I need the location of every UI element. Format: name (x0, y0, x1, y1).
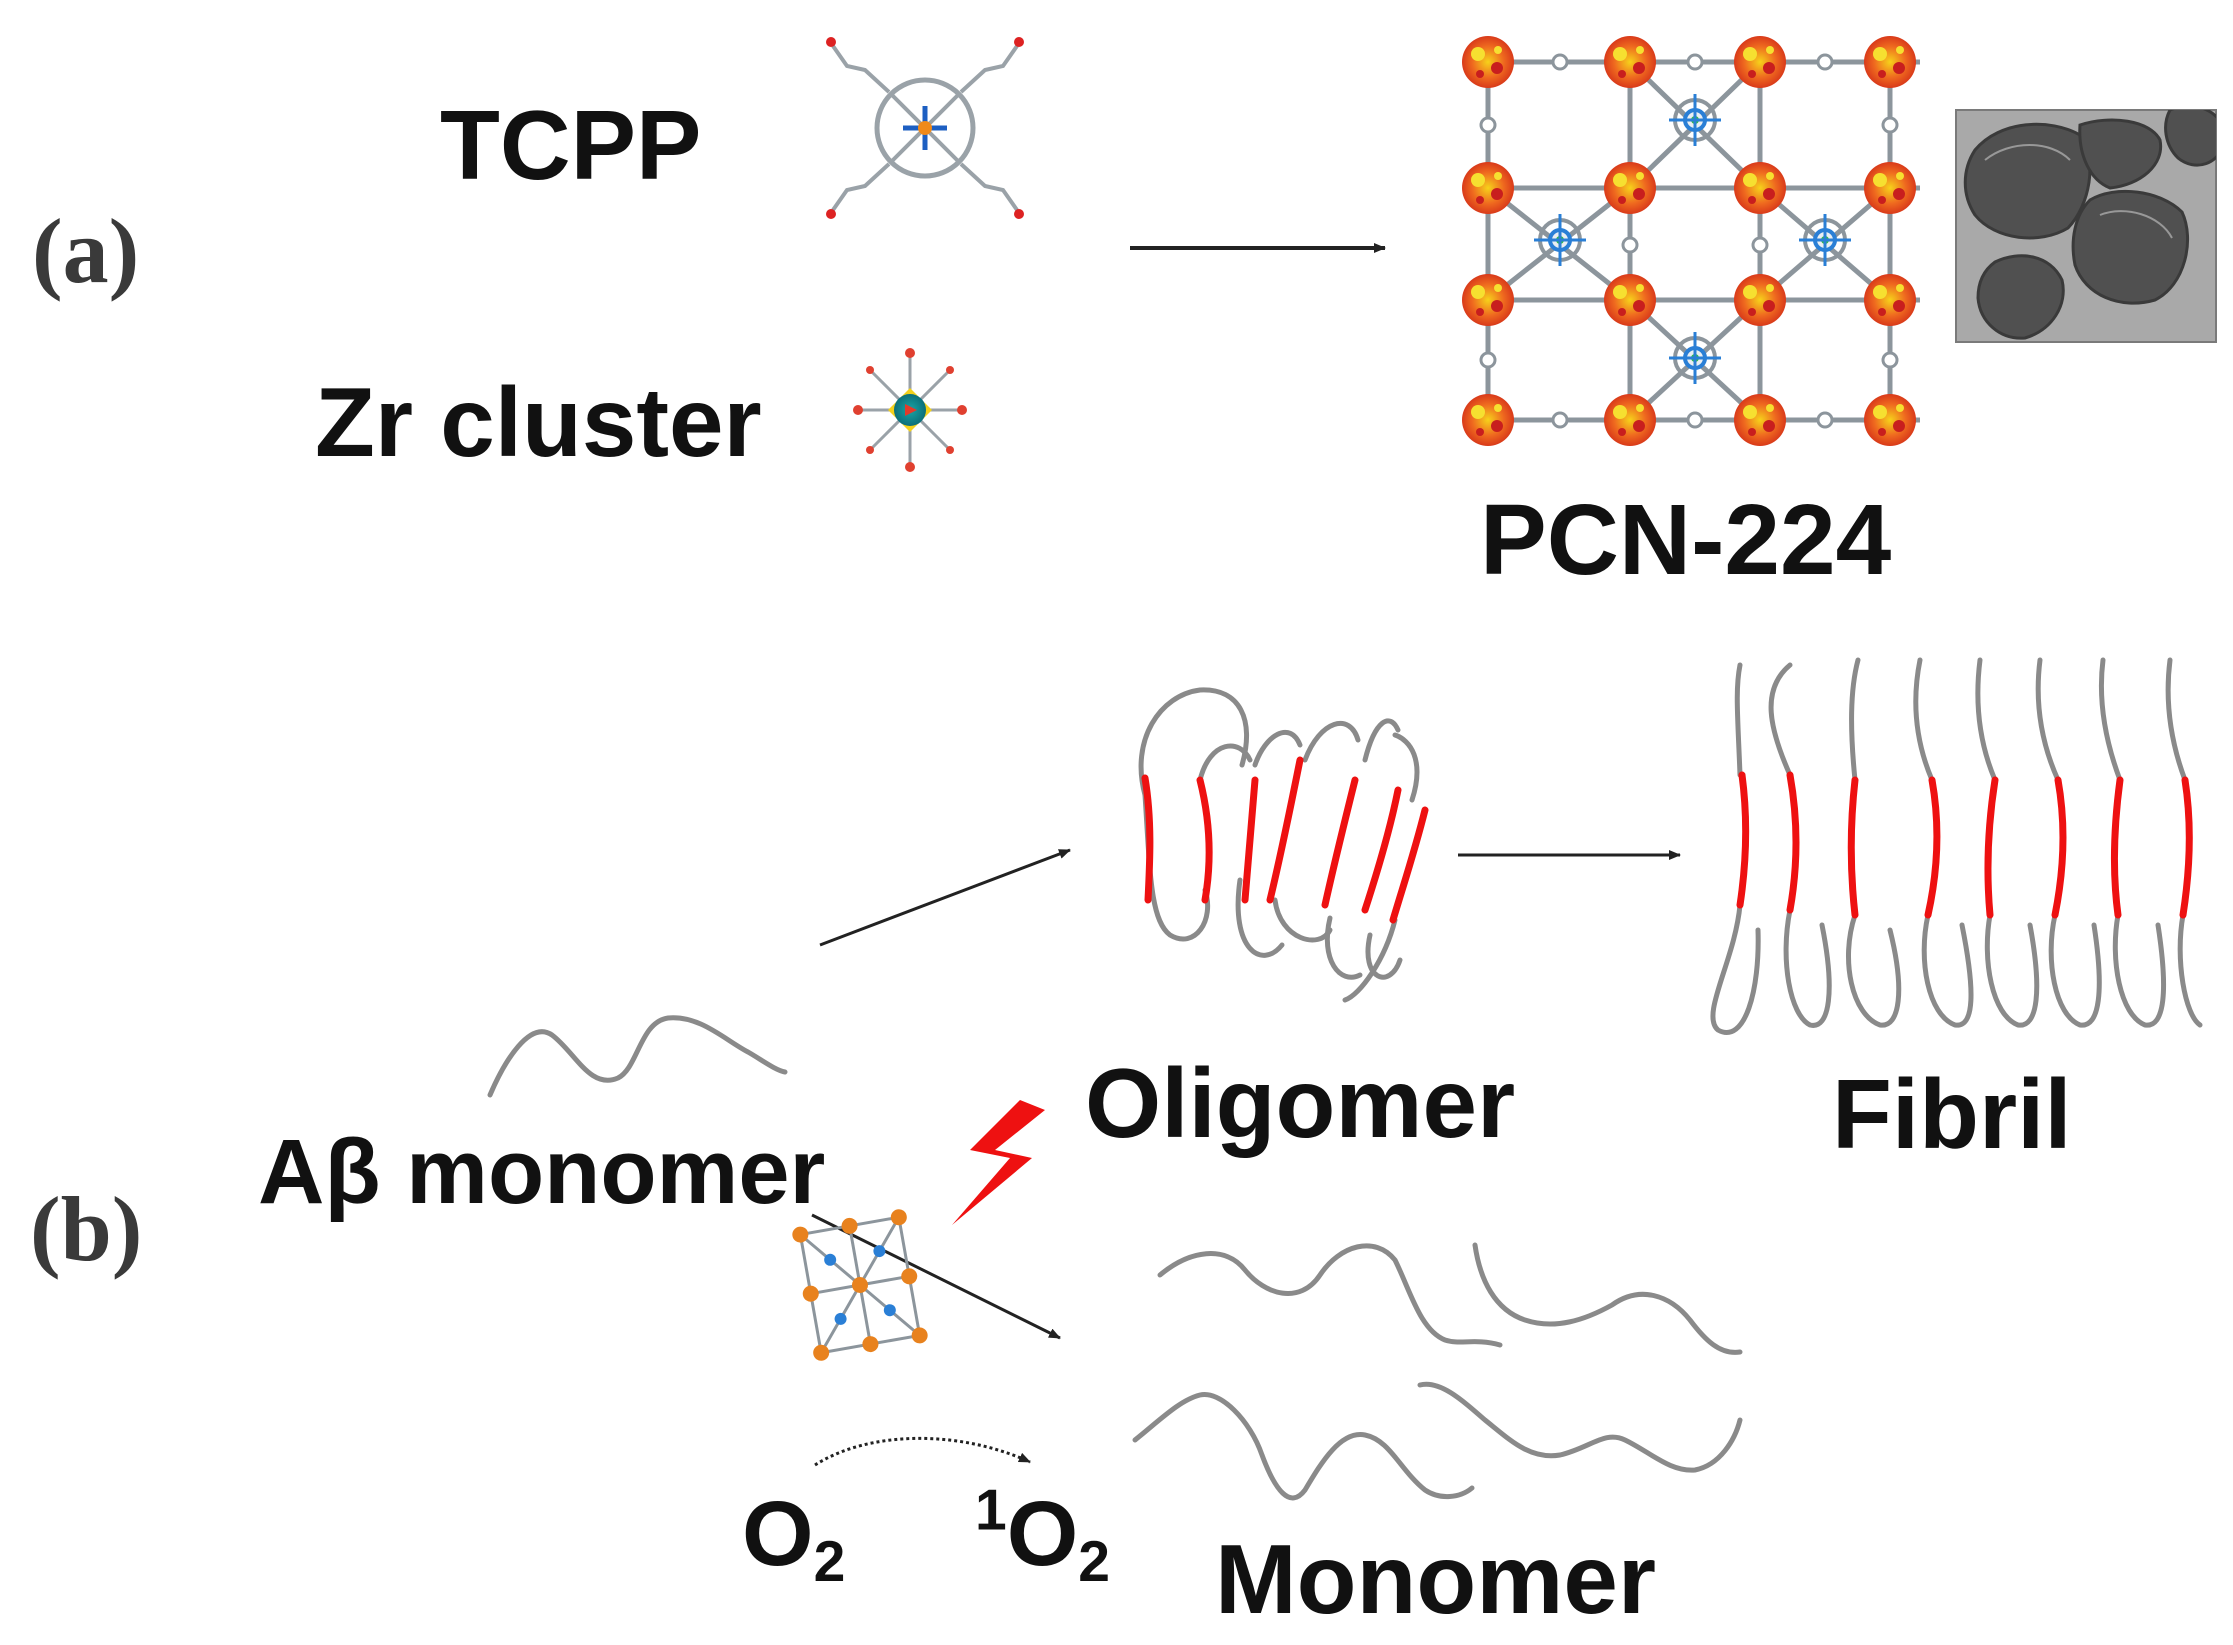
panel-a-label: (a) (32, 200, 140, 302)
singlet-main: O (1006, 1483, 1079, 1585)
oligomer-icon (1138, 687, 1429, 1003)
light-bolt-icon (952, 1100, 1045, 1225)
singlet-superscript: 1 (975, 1478, 1007, 1543)
tcpp-label: TCPP (440, 90, 702, 200)
oligomer-label: Oligomer (1085, 1048, 1516, 1158)
dispersed-monomers-icon (1132, 1242, 1743, 1501)
fibril-label: Fibril (1832, 1059, 2072, 1169)
oxygen-subscript: 2 (813, 1529, 846, 1594)
oligomerization-arrow (819, 848, 1071, 947)
monomer-result-label: Monomer (1215, 1524, 1656, 1634)
tcpp-molecule-icon (826, 37, 1024, 219)
zr-cluster-label: Zr cluster (315, 367, 762, 477)
oxygen-label: O2 (742, 1488, 845, 1590)
oxygen-conversion-arrow (814, 1436, 1031, 1467)
mof-small-icon (792, 1209, 928, 1361)
fibril-icon (1710, 657, 2203, 1035)
inhibition-arrow (811, 1213, 1061, 1340)
pcn224-framework-icon (1462, 36, 1920, 446)
singlet-subscript: 2 (1078, 1529, 1110, 1594)
pcn224-label: PCN-224 (1480, 484, 1892, 596)
abeta-monomer-chain (487, 1015, 788, 1098)
zr-cluster-icon (853, 348, 967, 472)
oxygen-main: O (742, 1483, 814, 1585)
abeta-monomer-label: Aβ monomer (258, 1121, 826, 1223)
tem-image-icon (1955, 109, 2217, 343)
singlet-oxygen-label: 1O2 (975, 1482, 1110, 1590)
panel-b-label: (b) (30, 1178, 143, 1280)
